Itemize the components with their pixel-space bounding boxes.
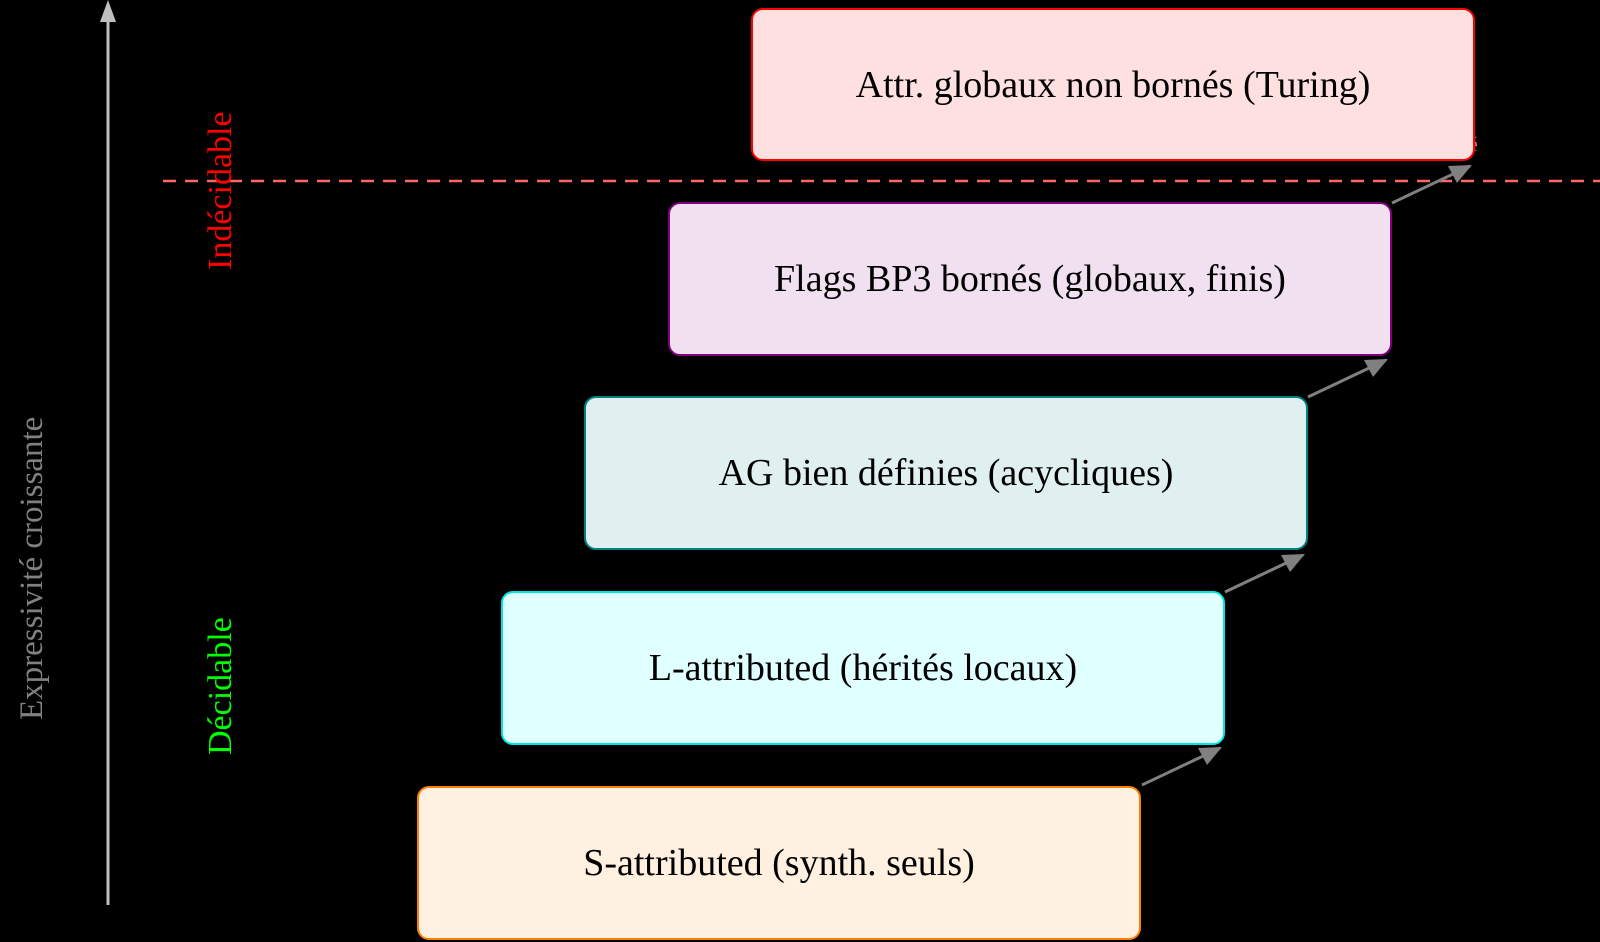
level-label: Flags BP3 bornés (globaux, finis) — [774, 258, 1286, 300]
zone-label-undecidable: Indécidable — [202, 111, 239, 270]
arrowhead-icon — [1364, 359, 1388, 377]
arrowhead-icon — [1281, 554, 1305, 572]
level-box-unbounded-global: Attr. globaux non bornés (Turing) — [751, 8, 1475, 161]
level-label: AG bien définies (acycliques) — [718, 452, 1174, 494]
arrowhead-icon — [1198, 747, 1222, 765]
level-box-s-attributed: S-attributed (synth. seuls) — [417, 786, 1141, 940]
axis-label: Expressivité croissante — [14, 416, 50, 720]
level-box-l-attributed: L-attributed (hérités locaux) — [501, 591, 1225, 745]
zone-label-decidable: Décidable — [202, 617, 239, 755]
expressivity-axis — [100, 0, 116, 905]
axis-arrowhead-icon — [100, 0, 116, 22]
arrowhead-icon — [1448, 165, 1472, 183]
level-box-ag-well-defined: AG bien définies (acycliques) — [584, 396, 1308, 550]
level-box-bp3-flags: Flags BP3 bornés (globaux, finis) — [668, 202, 1392, 356]
level-label: Attr. globaux non bornés (Turing) — [855, 63, 1371, 106]
level-arrows — [1141, 164, 1472, 787]
level-label: L-attributed (hérités locaux) — [648, 647, 1078, 689]
level-label: S-attributed (synth. seuls) — [583, 842, 975, 884]
